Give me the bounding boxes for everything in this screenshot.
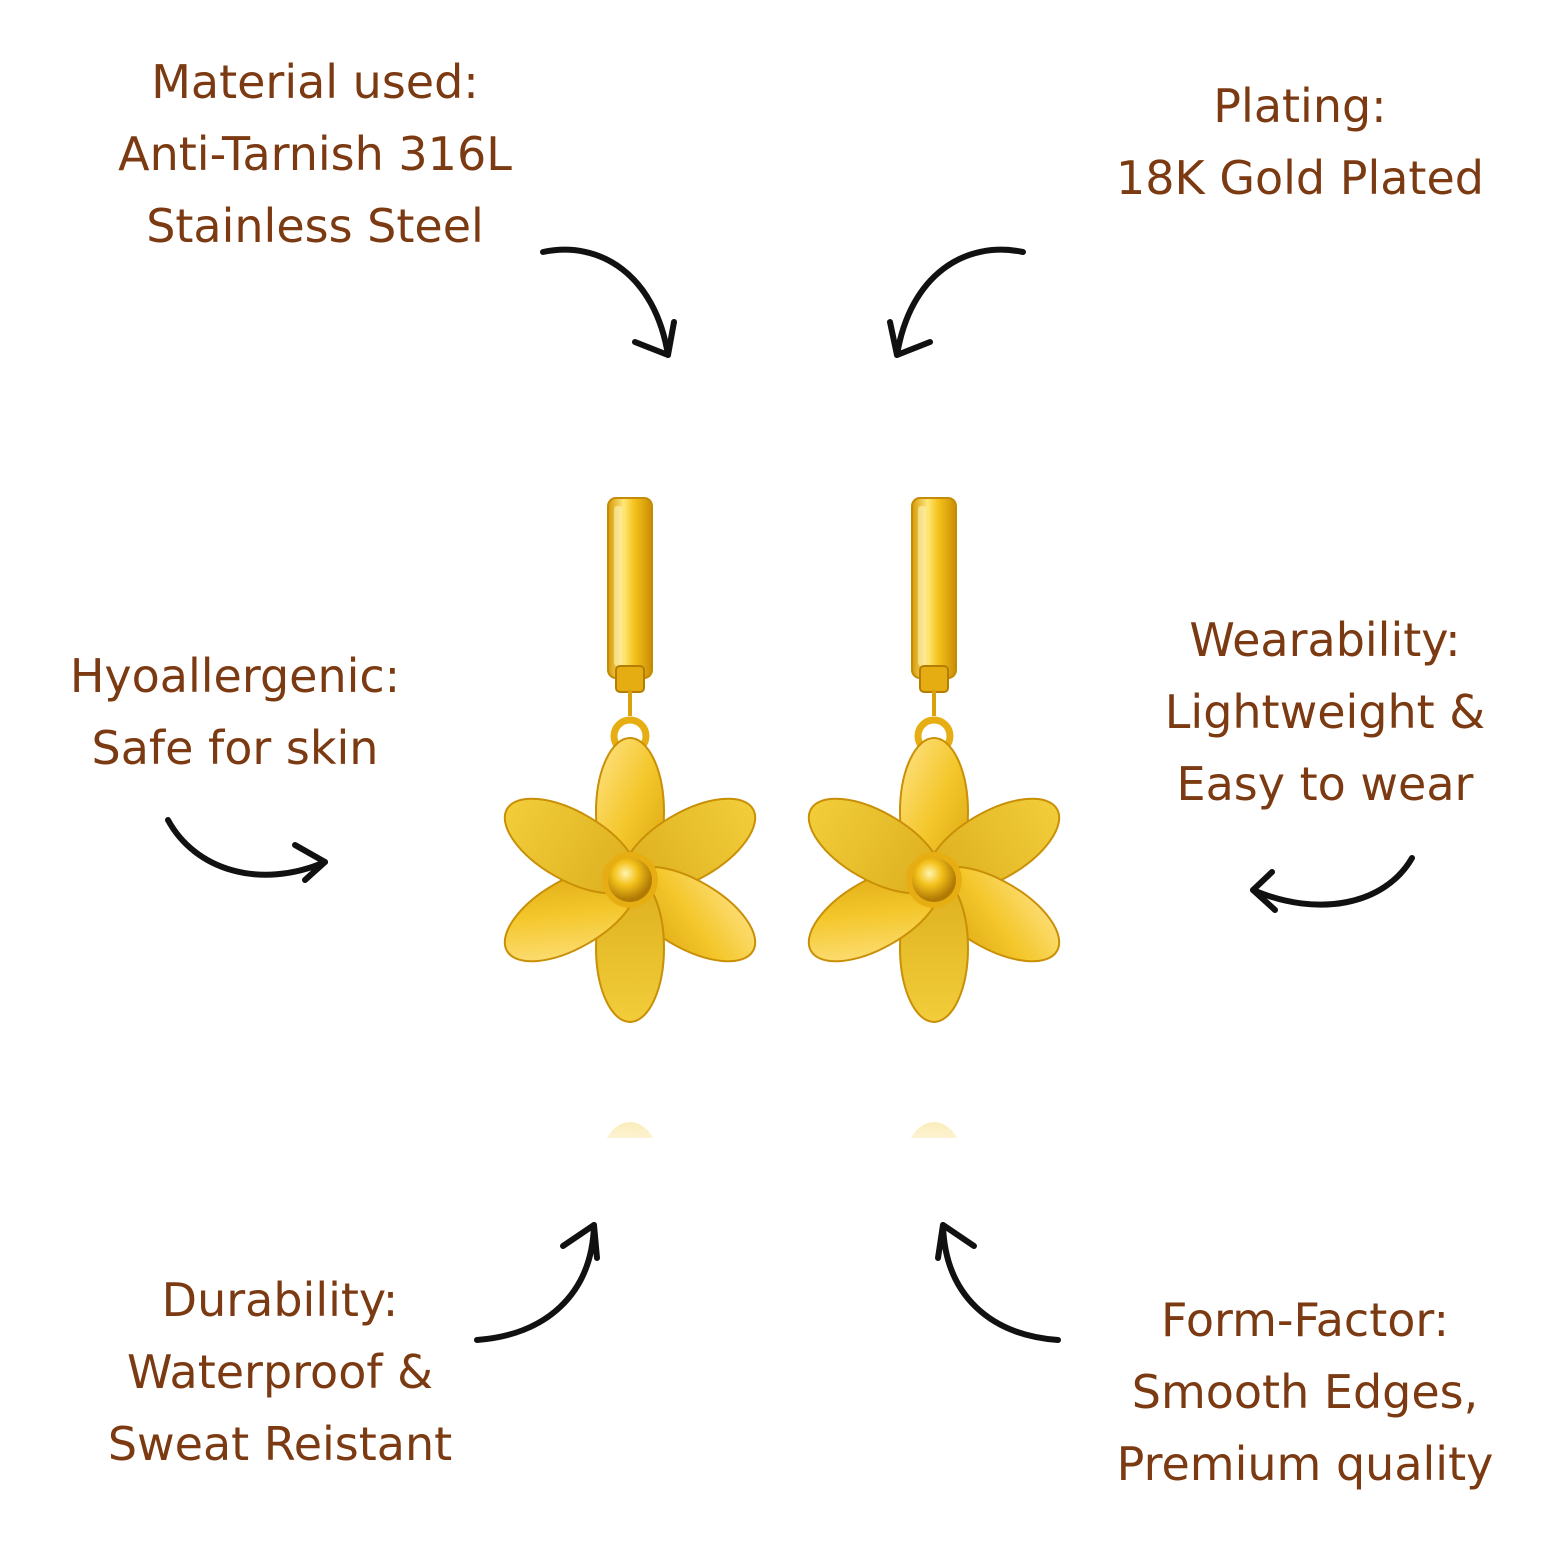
feature-material-line1: Anti-Tarnish 316L [118, 127, 512, 181]
feature-plating-line1: 18K Gold Plated [1116, 151, 1484, 205]
feature-material-line2: Stainless Steel [146, 199, 484, 253]
feature-form-factor-line2: Premium quality [1116, 1437, 1494, 1491]
feature-form-factor-title: Form-Factor: [1161, 1293, 1449, 1347]
feature-hypoallergenic-line1: Safe for skin [91, 721, 379, 775]
feature-plating: Plating: 18K Gold Plated [1060, 70, 1540, 214]
feature-durability-line2: Sweat Reistant [107, 1417, 453, 1471]
feature-form-factor: Form-Factor: Smooth Edges, Premium quali… [1060, 1284, 1550, 1500]
feature-plating-title: Plating: [1213, 79, 1387, 133]
feature-wearability-title: Wearability: [1189, 613, 1461, 667]
earrings-product-image [408, 388, 1156, 1138]
feature-durability-title: Durability: [161, 1273, 399, 1327]
feature-material-title: Material used: [151, 55, 479, 109]
feature-durability-line1: Waterproof & [126, 1345, 434, 1399]
feature-material: Material used: Anti-Tarnish 316L Stainle… [60, 46, 570, 262]
feature-wearability-line1: Lightweight & [1164, 685, 1486, 739]
feature-wearability-line2: Easy to wear [1176, 757, 1474, 811]
feature-hypoallergenic: Hyoallergenic: Safe for skin [20, 640, 450, 784]
feature-hypoallergenic-title: Hyoallergenic: [69, 649, 401, 703]
feature-durability: Durability: Waterproof & Sweat Reistant [40, 1264, 520, 1480]
feature-form-factor-line1: Smooth Edges, [1131, 1365, 1479, 1419]
feature-wearability: Wearability: Lightweight & Easy to wear [1110, 604, 1540, 820]
